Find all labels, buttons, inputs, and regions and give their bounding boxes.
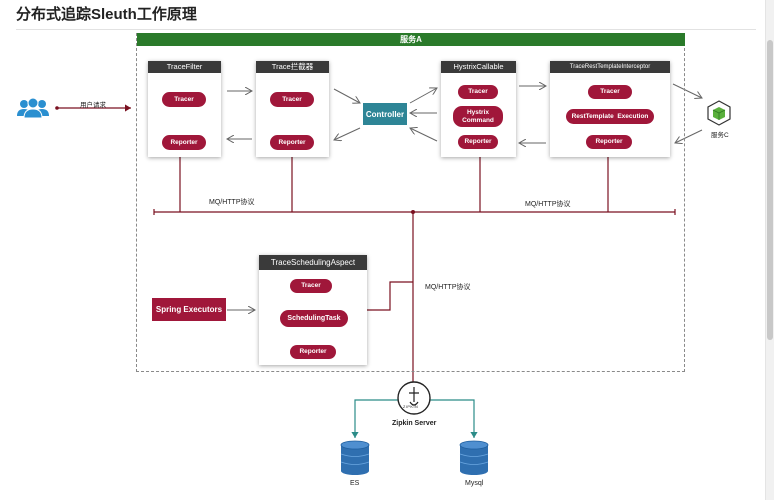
trace-interceptor-title: Trace拦截器 [256,61,329,73]
controller-box: Controller [363,103,407,125]
trace-filter-title: TraceFilter [148,61,221,73]
scheduling-tracer: Tracer [290,279,332,293]
mysql-label: Mysql [465,480,484,487]
scrollbar-thumb[interactable] [767,40,773,340]
hystrix-command-line2: Command [462,116,494,124]
vertical-scrollbar[interactable] [765,0,774,500]
zipkin-to-es-line [351,399,398,438]
service-c-to-rest-arrow [675,129,703,143]
user-request-label: 用户请求 [80,102,106,109]
users-icon [17,97,49,119]
bus-junction-dot [411,210,415,214]
zipkin-logo-text: ZIPKIN [403,405,419,409]
trace-filter-reporter: Reporter [162,135,206,150]
zipkin-to-mysql-line [430,399,478,438]
protocol-label-right: MQ/HTTP协议 [525,201,571,208]
trace-scheduling-aspect-title: TraceSchedulingAspect [259,255,367,270]
service-c-cube-icon [707,100,731,126]
scheduling-reporter: Reporter [290,345,336,359]
user-request-start-dot [55,106,59,110]
rest-template-interceptor-title: TraceRestTemplateInterceptor [550,61,670,73]
es-database-icon [340,440,370,475]
service-c-label: 服务C [711,132,729,139]
hystrix-command-line1: Hystrix [466,109,490,117]
interceptor-to-controller-arrow [333,88,360,103]
trace-interceptor-tracer: Tracer [270,92,314,107]
spring-executors-box: Spring Executors [152,298,226,321]
protocol-label-vertical: MQ/HTTP协议 [425,284,471,291]
service-a-header: 服务A [137,33,685,46]
hystrix-command: Hystrix Command [453,106,503,127]
rest-template-execution: RestTemplate Execution [566,109,654,124]
zipkin-server-icon [397,381,431,415]
hystrix-tracer: Tracer [458,85,498,99]
protocol-label-left: MQ/HTTP协议 [209,199,255,206]
scheduling-to-trunk-line [349,281,413,311]
trace-interceptor-card: Trace拦截器 Tracer Reporter [256,61,329,157]
controller-to-interceptor-arrow [334,127,361,140]
rest-reporter: Reporter [586,135,632,149]
mysql-database-icon [459,440,489,475]
scheduling-task: SchedulingTask [280,310,348,327]
trace-scheduling-aspect-card: TraceSchedulingAspect Tracer SchedulingT… [259,255,367,365]
trace-filter-card: TraceFilter Tracer Reporter [148,61,221,157]
rest-tracer: Tracer [588,85,632,99]
controller-to-hystrix-arrow [409,88,437,104]
es-label: ES [350,480,360,487]
rest-template-interceptor-card: TraceRestTemplateInterceptor Tracer Rest… [550,61,670,157]
trace-filter-tracer: Tracer [162,92,206,107]
hystrix-callable-card: HystrixCallable Tracer Hystrix Command R… [441,61,516,157]
hystrix-callable-title: HystrixCallable [441,61,516,73]
trace-interceptor-reporter: Reporter [270,135,314,150]
hystrix-reporter: Reporter [458,135,498,149]
page-title: 分布式追踪Sleuth工作原理 [16,6,197,23]
rest-to-service-c-arrow [672,83,702,98]
hystrix-to-controller-return-arrow [410,128,438,142]
title-divider [16,29,756,30]
zipkin-server-label: Zipkin Server [392,420,437,427]
